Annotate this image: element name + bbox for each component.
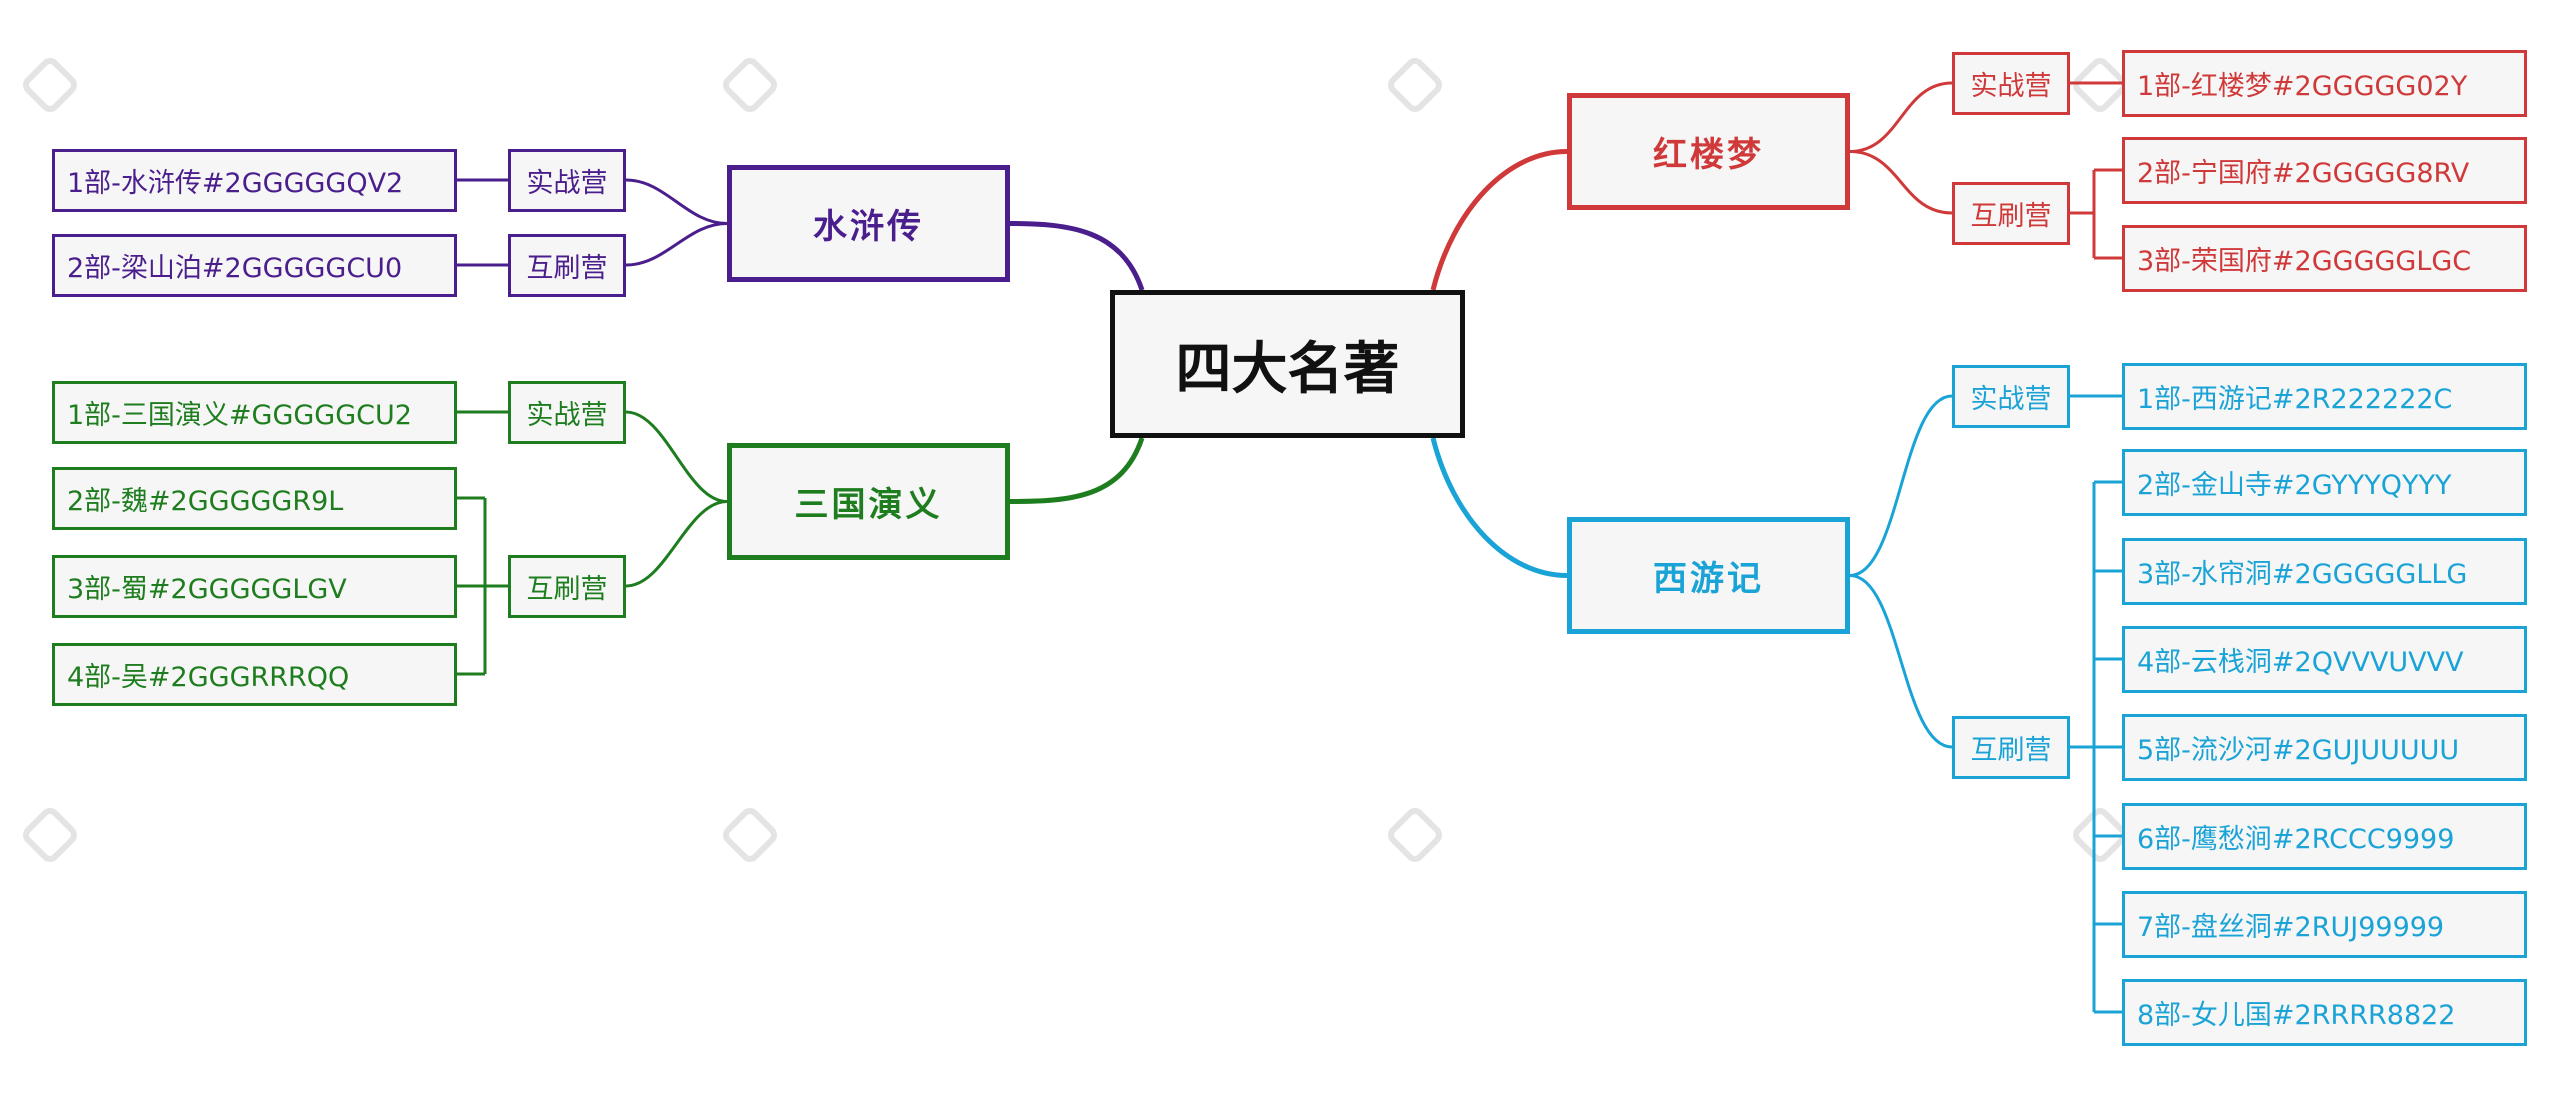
leaf-xiyou[interactable]: 8部-女儿国#2RRRR8822 [2122,978,2527,1046]
root-connector-xiyou [1430,437,1568,578]
leaf-xiyou[interactable]: 1部-西游记#2R222222C [2122,362,2527,430]
camp-shuihu-1[interactable]: 互刷营 [508,233,626,297]
camp-sanguo-1[interactable]: 互刷营 [508,554,626,618]
main-topic-xiyou[interactable]: 西游记 [1567,517,1850,634]
group-connector [1849,150,1953,215]
camp-xiyou-0[interactable]: 实战营 [1952,364,2070,428]
root-connector-sanguo [1009,437,1145,504]
leaf-xiyou[interactable]: 2部-金山寺#2GYYYQYYY [2122,448,2527,516]
leaf-xiyou[interactable]: 3部-水帘洞#2GGGGGLLG [2122,537,2527,605]
camp-honglou-0[interactable]: 实战营 [1952,51,2070,115]
group-connector [1849,574,1953,749]
main-topic-sanguo[interactable]: 三国演义 [727,443,1010,560]
camp-sanguo-0[interactable]: 实战营 [508,380,626,444]
main-topic-honglou[interactable]: 红楼梦 [1567,93,1850,210]
leaf-sanguo[interactable]: 4部-吴#2GGGRRRQQ [52,642,457,706]
camp-shuihu-0[interactable]: 实战营 [508,148,626,212]
leaf-honglou[interactable]: 1部-红楼梦#2GGGGG02Y [2122,49,2527,117]
leaf-xiyou[interactable]: 6部-鹰愁涧#2RCCC9999 [2122,802,2527,870]
group-connector [625,222,728,267]
camp-xiyou-1[interactable]: 互刷营 [1952,715,2070,779]
leaf-honglou[interactable]: 3部-荣国府#2GGGGGLGC [2122,224,2527,292]
leaf-xiyou[interactable]: 4部-云栈洞#2QVVVUVVV [2122,625,2527,693]
root-connector-honglou [1430,149,1568,291]
leaf-shuihu[interactable]: 2部-梁山泊#2GGGGGCU0 [52,233,457,297]
group-connector [625,410,728,503]
leaf-xiyou[interactable]: 5部-流沙河#2GUJUUUUU [2122,713,2527,781]
main-topic-shuihu[interactable]: 水浒传 [727,165,1010,282]
group-connector [1849,394,1953,577]
group-connector [1849,81,1953,153]
root-topic[interactable]: 四大名著 [1110,290,1465,438]
leaf-sanguo[interactable]: 1部-三国演义#GGGGGCU2 [52,380,457,444]
leaf-sanguo[interactable]: 3部-蜀#2GGGGGLGV [52,554,457,618]
leaf-shuihu[interactable]: 1部-水浒传#2GGGGGQV2 [52,148,457,212]
group-connector [625,178,728,225]
leaf-sanguo[interactable]: 2部-魏#2GGGGGR9L [52,466,457,530]
camp-honglou-1[interactable]: 互刷营 [1952,181,2070,245]
group-connector [625,500,728,588]
leaf-honglou[interactable]: 2部-宁国府#2GGGGG8RV [2122,136,2527,204]
leaf-xiyou[interactable]: 7部-盘丝洞#2RUJ99999 [2122,890,2527,958]
root-connector-shuihu [1009,221,1145,291]
